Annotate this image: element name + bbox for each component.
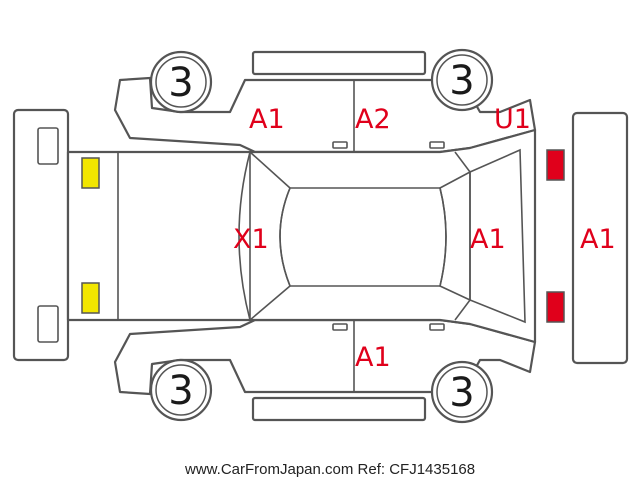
mark-right-side: A1: [355, 342, 391, 373]
wheel-rear-right-label: 3: [449, 370, 474, 416]
mark-rear-bumper: A1: [580, 224, 616, 255]
wheel-front-right: 3: [149, 358, 213, 422]
front-bumper: [12, 108, 70, 362]
front-lamp-left: [81, 157, 100, 189]
mark-left-rear-door: A2: [355, 104, 391, 135]
wheel-front-left: 3: [149, 50, 213, 114]
mark-roof-windshield: X1: [233, 224, 269, 255]
rear-lamp-left: [546, 149, 565, 181]
wheel-rear-left-label: 3: [449, 58, 474, 104]
mark-left-front-door: A1: [249, 104, 285, 135]
rear-lamp-right: [546, 291, 565, 323]
mark-left-rear-quarter: U1: [494, 104, 531, 135]
watermark-text: www.CarFromJapan.com Ref: CFJ1435168: [184, 461, 475, 478]
wheel-rear-left: 3: [430, 48, 494, 112]
car-body-top-view: [66, 128, 537, 344]
rear-bumper: [571, 111, 629, 365]
mark-rear-window: A1: [470, 224, 506, 255]
wheel-front-left-label: 3: [168, 60, 193, 106]
right-side-panel: [113, 318, 537, 422]
wheel-front-right-label: 3: [168, 368, 193, 414]
wheel-rear-right: 3: [430, 360, 494, 424]
front-lamp-right: [81, 282, 100, 314]
